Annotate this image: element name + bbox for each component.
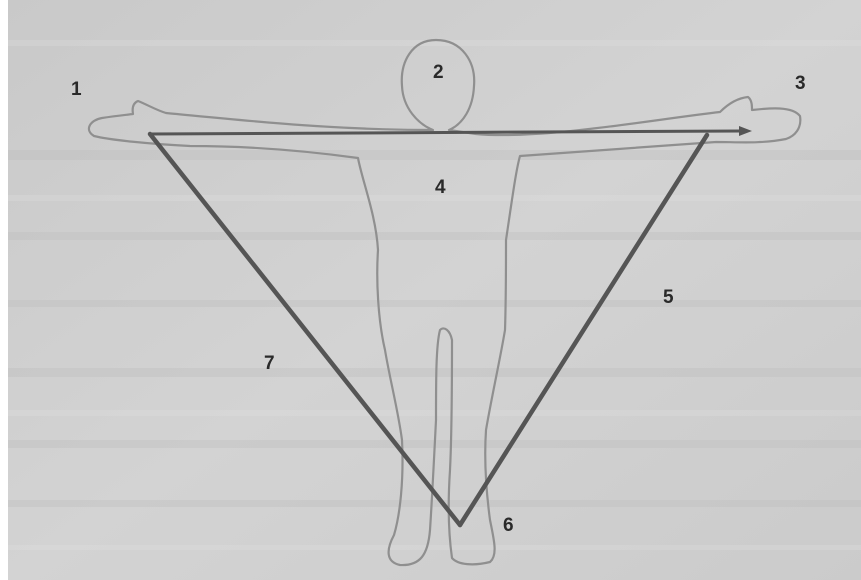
point-label-7: 7 [264,354,275,373]
human-body-outline [89,40,800,565]
point-label-2: 2 [433,63,444,82]
point-label-4: 4 [435,178,446,197]
arm-span-line [150,126,752,136]
point-label-6: 6 [503,516,514,535]
left-diagonal-line [150,134,460,525]
right-diagonal-line [460,135,707,525]
point-label-1: 1 [71,80,82,99]
point-label-5: 5 [663,288,674,307]
arrowhead-right [739,126,752,136]
point-label-3: 3 [795,74,806,93]
